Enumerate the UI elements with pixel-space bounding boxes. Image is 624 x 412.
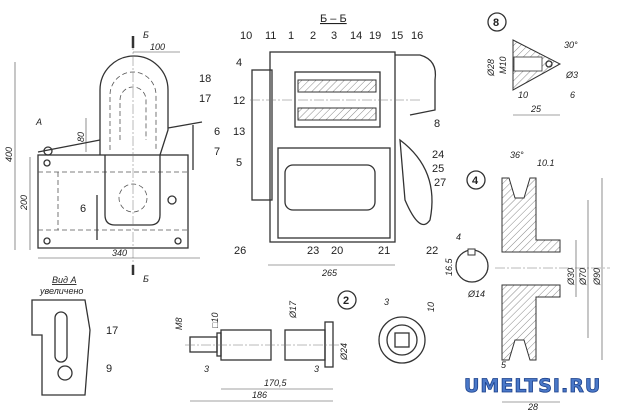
dim-25: 25 [530, 104, 542, 114]
housing [269, 51, 396, 243]
dim-d70: Ø70 [578, 268, 588, 286]
label-2: 2 [310, 30, 316, 42]
dim-d3: Ø3 [565, 70, 578, 80]
dim-10-1: 10.1 [537, 158, 555, 168]
label-7: 7 [214, 146, 220, 158]
dim-200: 200 [19, 195, 29, 211]
part-2-shaft: 2 M8 □10 Ø17 Ø24 3 3 170,5 186 3 10 [174, 290, 436, 402]
motor [284, 164, 376, 211]
view-a-title: Вид А [52, 275, 77, 285]
dim-265: 265 [321, 268, 338, 278]
view-a-detail: Вид А увеличено 17 9 [31, 275, 118, 396]
dim-d24: Ø24 [339, 343, 349, 361]
dim-186: 186 [252, 390, 267, 400]
dim-m8: M8 [174, 317, 184, 330]
label-1: 1 [288, 30, 294, 42]
dim-340: 340 [112, 248, 127, 258]
part-8-number: 8 [493, 17, 499, 29]
label-17-view-a: 17 [106, 325, 118, 337]
label-8: 8 [434, 118, 440, 130]
dim-3b: 3 [314, 364, 319, 374]
section-labels-top: 10 11 1 2 3 14 19 15 16 [240, 30, 423, 42]
dim-d14: Ø14 [467, 289, 485, 299]
label-4: 4 [236, 57, 242, 69]
section-mark-bottom: Б [143, 274, 149, 284]
bag [399, 138, 433, 226]
section-labels-bottom: 23 20 21 22 [307, 245, 438, 257]
label-17: 17 [199, 93, 211, 105]
dim-3a: 3 [204, 364, 209, 374]
label-16: 16 [411, 30, 423, 42]
dim-sq10: □10 [210, 313, 220, 328]
dim-end-3: 3 [384, 297, 389, 307]
part-4-marker [466, 170, 486, 190]
section-view: Б – Б 265 10 11 1 2 3 14 19 15 16 4 12 1… [233, 13, 446, 278]
label-27: 27 [434, 177, 446, 189]
view-a-arrow-label: A [35, 117, 42, 127]
dim-100: 100 [150, 42, 165, 52]
section-labels-left: 4 12 13 5 26 [233, 57, 246, 257]
label-12: 12 [233, 95, 245, 107]
part-8-detail: 8 Ø28 M10 30° Ø3 10 6 25 [486, 12, 578, 116]
label-10: 10 [240, 30, 252, 42]
machine-body [37, 154, 189, 249]
section-mark-top: Б [143, 30, 149, 40]
drum [294, 71, 381, 128]
dim-end-10: 10 [426, 302, 436, 312]
dim-d30: Ø30 [566, 268, 576, 286]
dim-d28: Ø28 [486, 59, 496, 77]
label-21: 21 [378, 245, 390, 257]
label-6: 6 [214, 126, 220, 138]
label-23: 23 [307, 245, 319, 257]
label-11: 11 [265, 30, 276, 42]
dim-16-5: 16.5 [444, 257, 454, 276]
label-3: 3 [331, 30, 337, 42]
label-15: 15 [391, 30, 403, 42]
section-labels-right: 8 24 25 27 [432, 118, 446, 189]
part-4-pulley: 4 36° 10.1 Ø30 Ø70 Ø90 5 28 4 16.5 Ø14 [444, 150, 610, 412]
dim-400: 400 [4, 147, 14, 162]
dim-5: 5 [501, 360, 507, 370]
front-view: 400 200 340 100 80 Б Б 18 17 6 7 6 A [4, 30, 220, 284]
dim-d17: Ø17 [288, 300, 298, 319]
watermark: UMELTSI.RU [464, 375, 601, 397]
belt-housing [99, 55, 169, 226]
label-6b: 6 [80, 203, 86, 215]
label-25: 25 [432, 163, 444, 175]
label-26: 26 [234, 245, 246, 257]
lever [37, 139, 101, 153]
part-2-marker [337, 290, 357, 310]
label-20: 20 [331, 245, 343, 257]
part-2-number: 2 [343, 295, 349, 307]
label-22: 22 [426, 245, 438, 257]
dim-28: 28 [527, 402, 538, 412]
dim-key-4: 4 [456, 232, 461, 242]
dim-d90: Ø90 [592, 268, 602, 286]
label-24: 24 [432, 149, 444, 161]
shaft-end-view [378, 316, 426, 364]
view-a-subtitle: увеличено [39, 286, 83, 296]
dim-80: 80 [76, 132, 86, 142]
section-title: Б – Б [320, 13, 347, 25]
dim-m10: M10 [498, 56, 508, 74]
dim-10: 10 [518, 90, 528, 100]
label-14: 14 [350, 30, 362, 42]
label-5: 5 [236, 157, 242, 169]
label-19: 19 [369, 30, 381, 42]
label-18: 18 [199, 73, 211, 85]
label-13: 13 [233, 126, 245, 138]
label-9: 9 [106, 363, 112, 375]
dim-6: 6 [570, 90, 575, 100]
dim-170-5: 170,5 [264, 378, 288, 388]
part-4-number: 4 [472, 175, 479, 187]
dim-30deg: 30° [564, 40, 578, 50]
dim-36deg: 36° [510, 150, 524, 160]
part-8-marker [487, 12, 507, 32]
